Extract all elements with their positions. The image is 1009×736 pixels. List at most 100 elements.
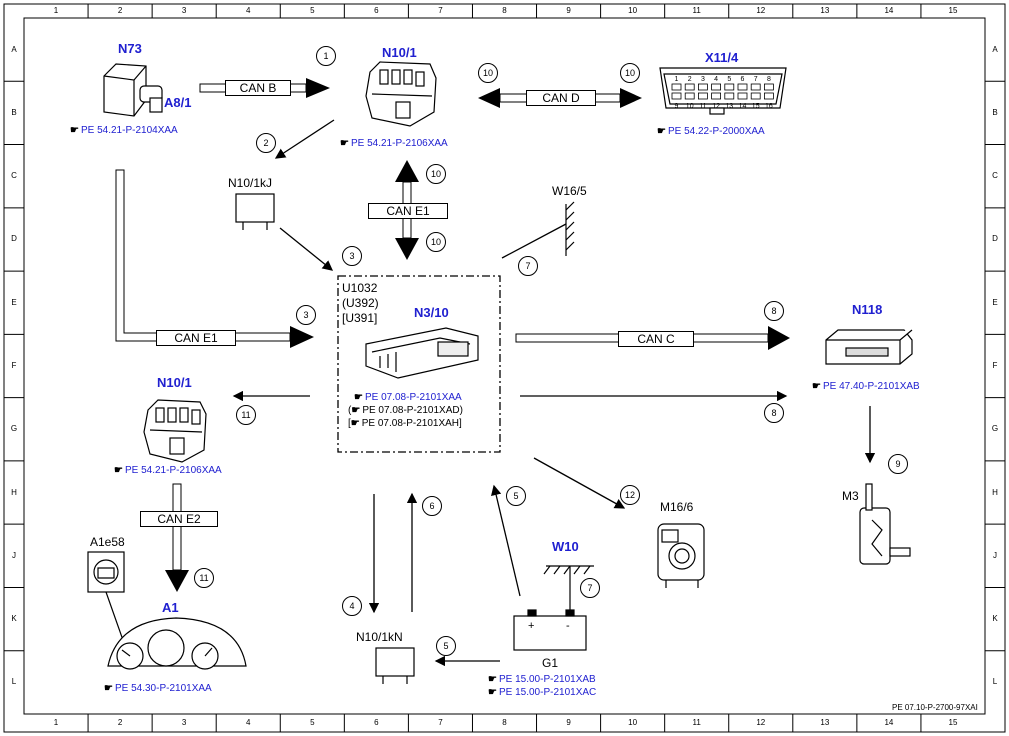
socket-pin-number: 3 (701, 76, 705, 83)
socket-pin (671, 83, 682, 91)
n3-10-label: N3/10 (414, 305, 449, 320)
ref-hand-icon: ☛ (114, 465, 123, 476)
n10-1-left-reference[interactable]: ☛PE 54.21-P-2106XAA (114, 465, 222, 476)
socket-pin (671, 92, 682, 100)
grid-row-label: F (992, 361, 998, 370)
can-d-label: CAN D (526, 90, 596, 106)
grid-row-label: B (992, 107, 998, 117)
socket-pin (737, 83, 748, 91)
n3-10-code-2: (U392) (342, 296, 379, 310)
n10-1-left-module-icon (143, 399, 207, 463)
socket-pin (737, 92, 748, 100)
marker-4: 4 (342, 596, 362, 616)
n10-1kj-relay-icon (235, 193, 275, 223)
socket-pin-number: 2 (688, 76, 692, 83)
grid-column-label: 4 (245, 6, 251, 15)
grid-row-label: E (11, 297, 17, 307)
ref-hand-icon: ☛ (657, 126, 666, 137)
grid-row-label: D (11, 234, 17, 244)
socket-pin-number: 11 (699, 103, 706, 110)
grid-column-label: 6 (374, 718, 379, 727)
grid-row-label: A (992, 44, 998, 54)
can-b-label: CAN B (225, 80, 291, 96)
m16-6-label: M16/6 (660, 500, 694, 514)
a1-reference[interactable]: ☛PE 54.30-P-2101XAA (104, 683, 212, 694)
g1-reference-1[interactable]: ☛PE 15.00-P-2101XAB (488, 674, 596, 685)
grid-row-label: K (992, 614, 998, 624)
ref-hand-icon: ☛ (350, 418, 360, 429)
socket-pin (724, 83, 735, 91)
n118-label: N118 (852, 302, 883, 317)
socket-pin (684, 92, 695, 100)
can-e1-left-label: CAN E1 (156, 330, 236, 346)
g1-reference-2[interactable]: ☛PE 15.00-P-2101XAC (488, 687, 597, 698)
w16-5-label: W16/5 (552, 184, 587, 198)
marker-10c: 10 (426, 164, 446, 184)
grid-column-label: 5 (310, 6, 315, 15)
socket-pin (750, 92, 761, 100)
n3-10-code-3: [U391] (342, 311, 378, 325)
inner-frame (23, 17, 986, 715)
n10-1kj-label: N10/1kJ (228, 176, 273, 190)
socket-pin-number: 6 (741, 76, 745, 83)
ref-hand-icon: ☛ (354, 392, 363, 403)
grid-column-label: 3 (181, 718, 187, 727)
grid-row-label: H (11, 487, 17, 497)
grid-row-label: K (11, 614, 17, 624)
grid-column-label: 2 (117, 718, 123, 727)
can-e1-left-bus (115, 169, 314, 348)
grid-row-label: B (11, 107, 17, 117)
marker-10a: 10 (478, 63, 498, 83)
socket-pin (750, 83, 761, 91)
grid-column-label: 15 (948, 6, 958, 15)
grid-column-label: 5 (310, 718, 315, 727)
grid-row-label: J (993, 550, 997, 560)
grid-column-label: 13 (820, 6, 830, 15)
x11-4-reference[interactable]: ☛PE 54.22-P-2000XAA (657, 126, 765, 137)
a1-label: A1 (162, 600, 179, 615)
socket-pin-number: 8 (767, 76, 771, 83)
marker-8b: 8 (764, 403, 784, 423)
ground-w10-symbol (543, 565, 594, 612)
grid-row-label: J (12, 550, 16, 560)
marker-3a: 3 (342, 246, 362, 266)
grid-row-label: L (11, 677, 17, 687)
n10-1-left-label: N10/1 (157, 375, 192, 390)
g1-plus-terminal: + (528, 620, 535, 632)
marker-3b: 3 (296, 305, 316, 325)
n3-10-ecu-icon (365, 327, 479, 379)
n10-1-top-reference[interactable]: ☛PE 54.21-P-2106XAA (340, 138, 448, 149)
ref-hand-icon: ☛ (812, 381, 821, 392)
n3-10-reference-1[interactable]: ☛PE 07.08-P-2101XAA (354, 392, 462, 403)
grid-column-label: 7 (438, 6, 443, 15)
grid-column-label: 13 (820, 718, 830, 727)
socket-pin (684, 83, 695, 91)
n3-10-module-box (337, 275, 501, 453)
socket-pin-number: 7 (754, 76, 758, 83)
n73-label: N73 (118, 41, 142, 56)
a8-1-label: A8/1 (164, 95, 192, 110)
grid-row-label: G (991, 424, 999, 434)
grid-column-label: 14 (884, 718, 894, 727)
m3-label: M3 (842, 489, 859, 503)
grid-column-label: 10 (628, 718, 638, 727)
n3-10-reference-3[interactable]: [☛PE 07.08-P-2101XAH] (348, 418, 462, 429)
grid-row-label: D (992, 234, 998, 244)
socket-pin (711, 92, 721, 100)
n118-reference[interactable]: ☛PE 47.40-P-2101XAB (812, 381, 920, 392)
n3-10-reference-2[interactable]: (☛PE 07.08-P-2101XAD) (348, 405, 463, 416)
n10-1-top-module-icon (365, 61, 437, 127)
socket-pin (764, 83, 774, 91)
marker-6: 6 (422, 496, 442, 516)
ref-hand-icon: ☛ (488, 687, 497, 698)
grid-column-label: 12 (756, 6, 766, 15)
socket-pin-number: 13 (725, 103, 733, 110)
socket-pin (764, 92, 774, 100)
socket-pin-number: 4 (714, 76, 718, 83)
a1e58-indicator-icon (87, 551, 131, 661)
n73-reference[interactable]: ☛PE 54.21-P-2104XAA (70, 125, 178, 136)
grid-column-label: 7 (438, 718, 443, 727)
document-id: PE 07.10-P-2700-97XAI (892, 703, 978, 712)
socket-pin (698, 92, 708, 100)
a1e58-label: A1e58 (90, 535, 125, 549)
